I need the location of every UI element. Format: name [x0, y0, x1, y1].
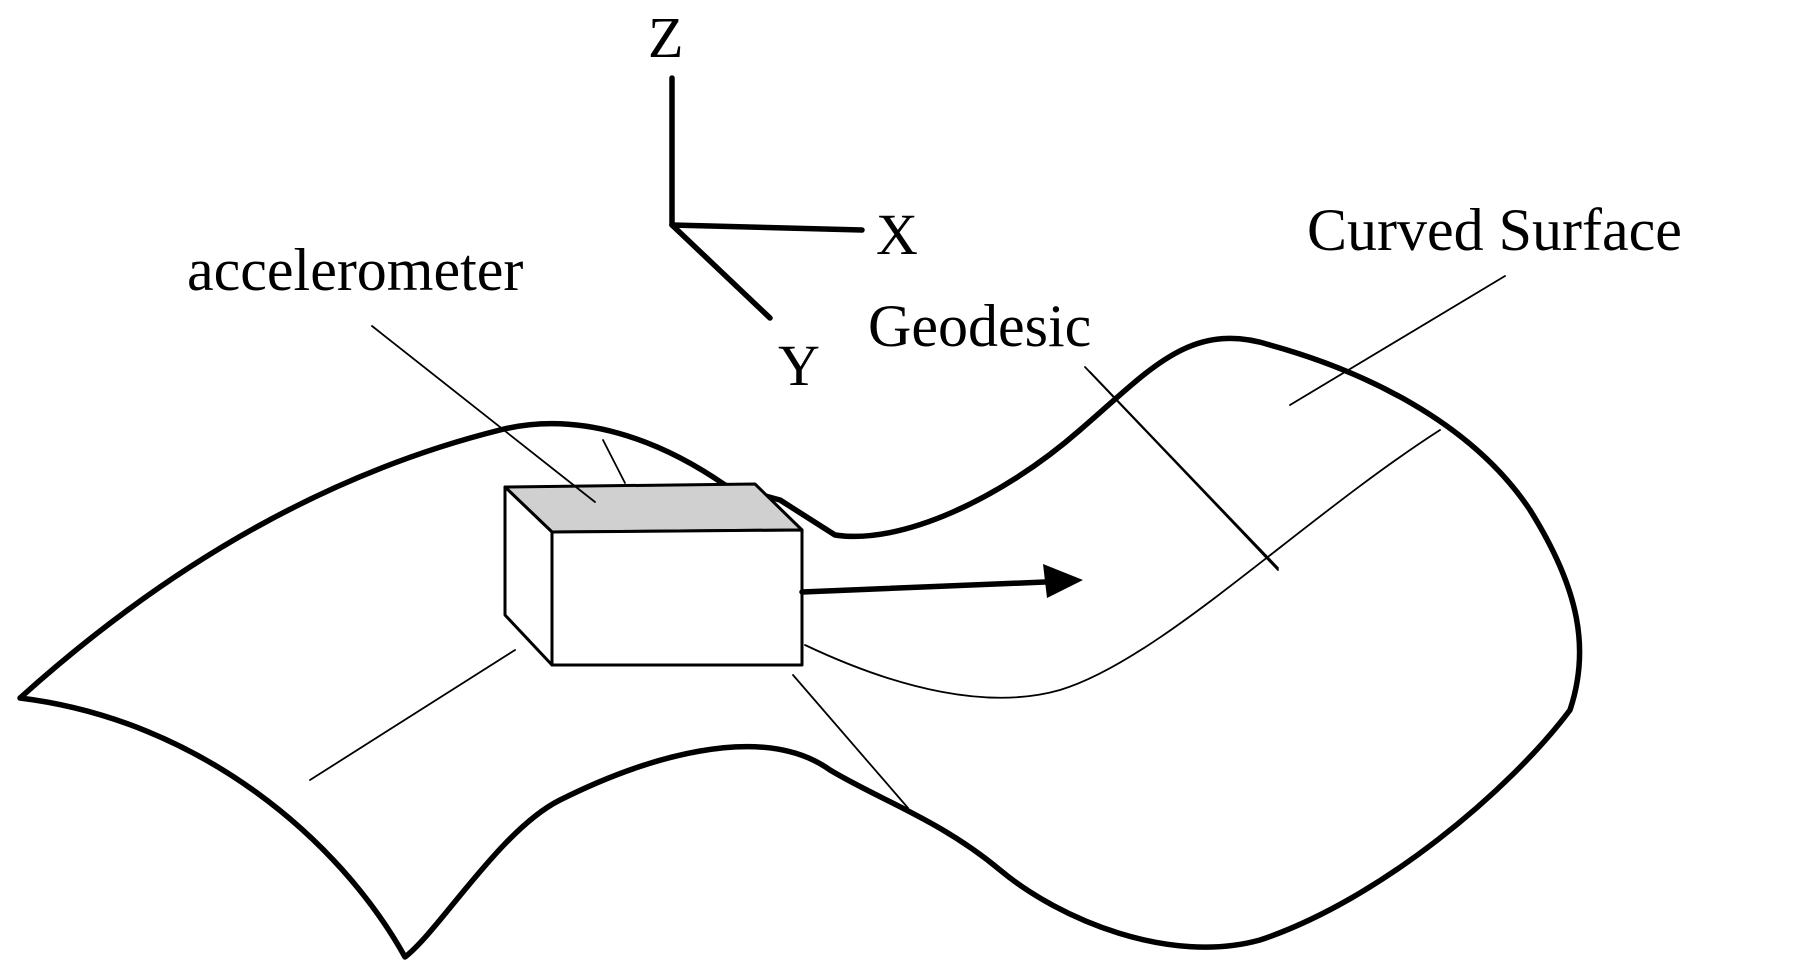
direction-arrow	[799, 564, 1083, 598]
x-axis	[669, 222, 865, 233]
x-axis-label: X	[876, 202, 918, 267]
y-axis	[669, 222, 773, 321]
geodesic-label: Geodesic	[868, 293, 1091, 359]
accelerometer-top-face	[503, 482, 804, 534]
z-axis-label: Z	[648, 5, 683, 70]
surface-grid-line	[792, 674, 909, 809]
geodesic-curve	[309, 429, 1441, 781]
coordinate-axes: Z X Y	[648, 5, 918, 398]
curved-surface-label: Curved Surface	[1307, 197, 1682, 263]
accelerometer-box	[503, 482, 804, 667]
surface-grid-line	[602, 439, 626, 484]
geodesic-leader-line	[1084, 366, 1279, 571]
arrow-head	[1043, 564, 1083, 598]
curved-surface-leader-line	[1289, 275, 1506, 406]
accelerometer-front-face	[550, 528, 804, 667]
y-axis-label: Y	[778, 333, 820, 398]
curved-surface-outline	[17, 335, 1583, 960]
accelerometer-label: accelerometer	[187, 237, 523, 303]
arrow-shaft	[799, 579, 1048, 595]
accelerometer-leader-line	[371, 325, 596, 503]
